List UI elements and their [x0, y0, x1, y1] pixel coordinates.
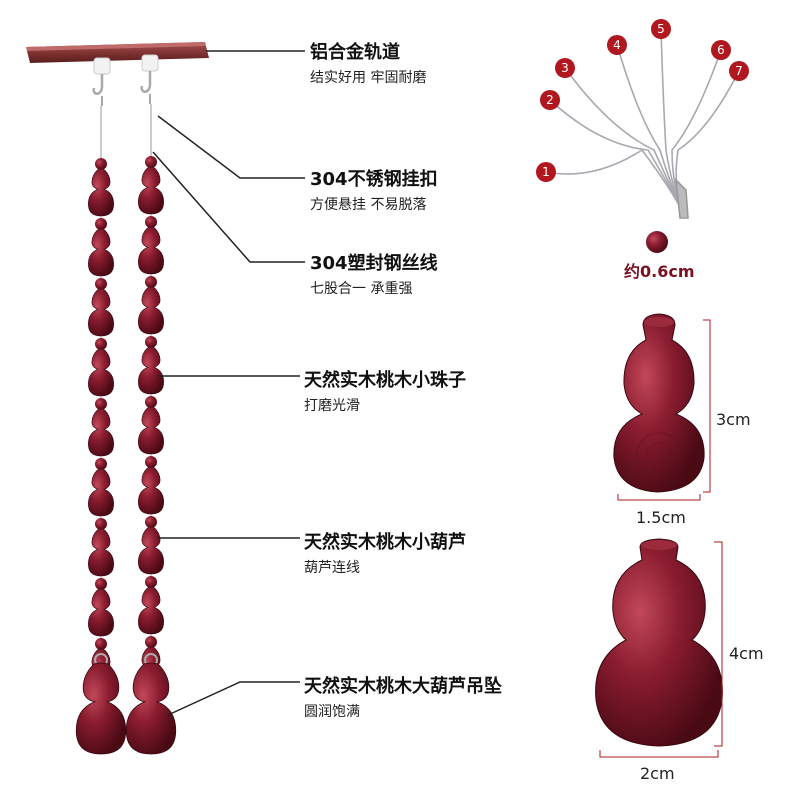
wire-strand: [545, 148, 687, 219]
large-gourd-pendants: [75, 653, 177, 755]
small-gourd-height-label: 3cm: [716, 410, 751, 429]
small-bead: [95, 638, 107, 650]
label-hook: 304不锈钢挂扣 方便悬挂 不易脱落: [310, 165, 438, 214]
small-bead: [95, 398, 107, 410]
wire-strands-diagram: [545, 28, 740, 219]
wire-badge-5: 5: [651, 19, 671, 39]
callout-lines: [152, 50, 305, 716]
label-large-gourd: 天然实木桃木大葫芦吊坠 圆润饱满: [304, 672, 502, 721]
small-bead: [145, 456, 157, 468]
label-small-gourd-title: 天然实木桃木小葫芦: [304, 532, 466, 553]
small-bead: [145, 576, 157, 588]
small-gourd: [138, 226, 164, 275]
wire-strand: [549, 99, 687, 219]
small-bead: [145, 636, 157, 648]
callout-line-large-gourd: [167, 681, 300, 716]
label-bead-subtitle: 打磨光滑: [304, 398, 360, 414]
callout-line-wire: [152, 151, 305, 263]
small-bead: [145, 276, 157, 288]
small-gourd: [88, 348, 114, 397]
small-bead: [95, 458, 107, 470]
small-gourd: [88, 228, 114, 277]
wire-badge-7: 7: [729, 61, 749, 81]
small-gourd: [138, 466, 164, 515]
label-wire-subtitle: 七股合一 承重强: [310, 281, 413, 297]
large-gourd: [125, 662, 177, 755]
label-small-gourd-subtitle: 葫芦连线: [304, 560, 360, 576]
small-gourd: [138, 526, 164, 575]
small-gourd: [138, 166, 164, 215]
dim-large-width: [599, 750, 719, 758]
label-small-gourd: 天然实木桃木小葫芦 葫芦连线: [304, 528, 466, 577]
wire-strand: [564, 67, 687, 219]
small-bead: [95, 278, 107, 290]
small-bead: [95, 578, 107, 590]
small-gourd-detail: [613, 313, 705, 493]
small-gourd: [88, 588, 114, 637]
label-hook-subtitle: 方便悬挂 不易脱落: [310, 197, 427, 213]
small-gourd: [138, 586, 164, 635]
large-gourd-height-label: 4cm: [729, 644, 764, 663]
wire-badge-3: 3: [555, 58, 575, 78]
small-bead: [145, 396, 157, 408]
bead-size-label: 约0.6cm: [624, 262, 695, 281]
small-bead: [145, 156, 157, 168]
label-wire-title: 304塑封钢丝线: [310, 253, 438, 274]
small-gourd-width-label: 1.5cm: [636, 508, 686, 527]
callout-line-hook: [157, 115, 305, 179]
small-gourd: [138, 346, 164, 395]
wire-badge-2: 2: [540, 90, 560, 110]
label-rail-subtitle: 结实好用 牢固耐磨: [310, 70, 427, 86]
wire-bundle: [674, 177, 689, 219]
small-bead: [95, 158, 107, 170]
hook-right: [140, 54, 159, 160]
wire-badge-4: 4: [607, 35, 627, 55]
small-gourd: [138, 406, 164, 455]
small-bead: [95, 218, 107, 230]
dimension-lines: [599, 319, 723, 758]
small-gourd: [138, 286, 164, 335]
small-bead: [145, 516, 157, 528]
bead-strands: [88, 156, 164, 697]
label-large-gourd-title: 天然实木桃木大葫芦吊坠: [304, 676, 502, 697]
wire-badge-1: 1: [536, 162, 556, 182]
wire-badge-6: 6: [711, 40, 731, 60]
label-rail: 铝合金轨道 结实好用 牢固耐磨: [310, 38, 426, 87]
small-gourd: [88, 288, 114, 337]
large-gourd-detail: [595, 538, 723, 747]
small-bead: [95, 338, 107, 350]
label-bead-title: 天然实木桃木小珠子: [304, 370, 466, 391]
label-hook-title: 304不锈钢挂扣: [310, 169, 438, 190]
large-gourd: [75, 662, 127, 755]
small-gourd: [88, 468, 114, 517]
dim-large-height: [714, 541, 723, 747]
label-large-gourd-subtitle: 圆润饱满: [304, 704, 360, 720]
aluminum-rail: [26, 42, 209, 63]
dim-small-height: [703, 319, 711, 493]
small-gourd: [88, 528, 114, 577]
large-gourd-width-label: 2cm: [640, 764, 675, 783]
small-bead: [145, 336, 157, 348]
hook-left: [92, 57, 111, 160]
label-wire: 304塑封钢丝线 七股合一 承重强: [310, 249, 438, 298]
small-gourd: [88, 408, 114, 457]
small-bead: [145, 216, 157, 228]
small-gourd: [88, 168, 114, 217]
label-bead: 天然实木桃木小珠子 打磨光滑: [304, 366, 466, 415]
small-bead: [95, 518, 107, 530]
label-rail-title: 铝合金轨道: [310, 42, 400, 63]
dim-small-width: [617, 494, 701, 501]
bead-detail: [646, 231, 668, 253]
